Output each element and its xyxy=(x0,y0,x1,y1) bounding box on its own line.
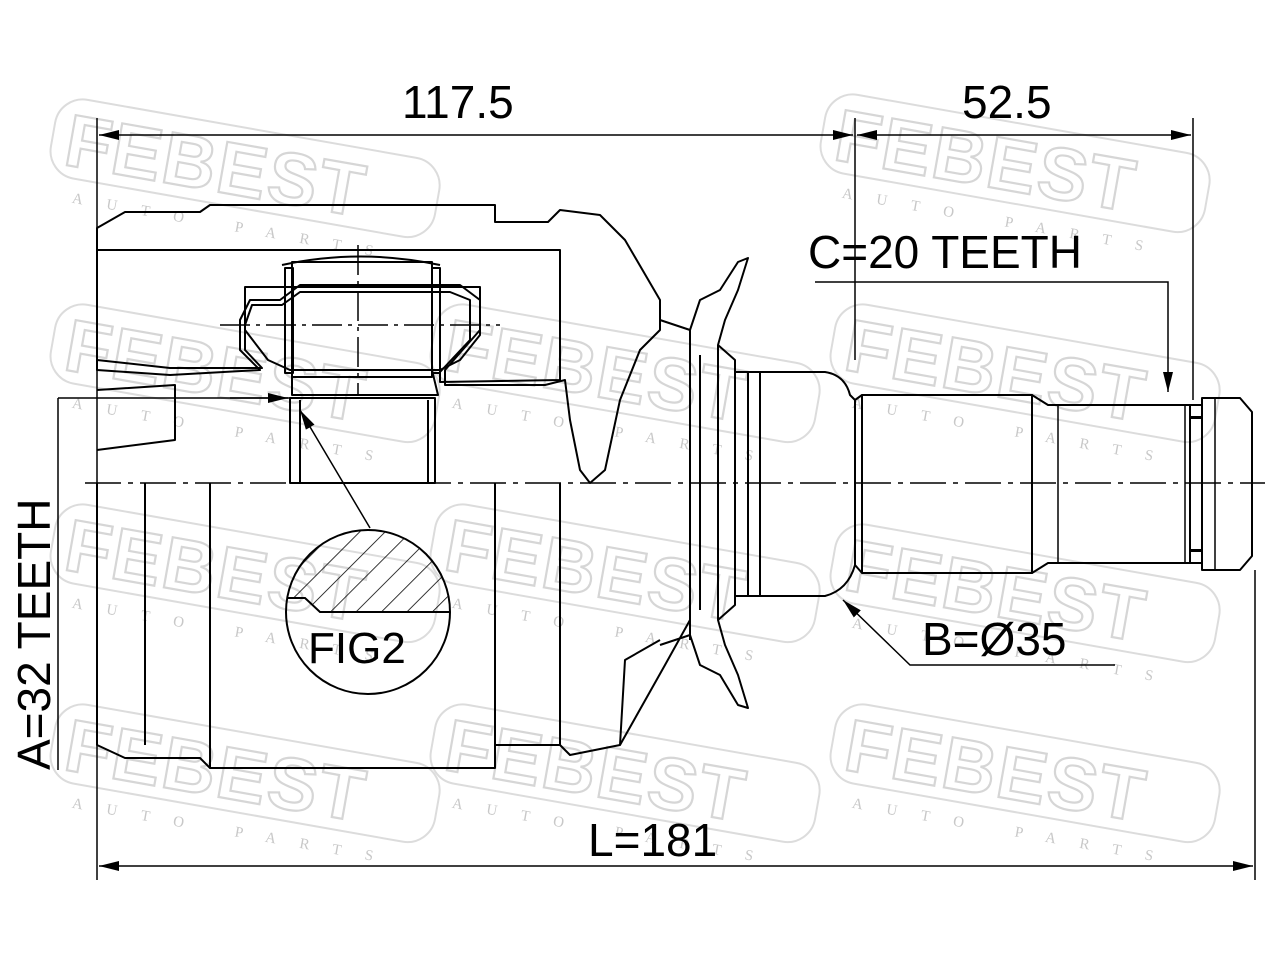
dim-label-a-teeth: A=32 TEETH xyxy=(8,499,60,770)
dim-label-b-diameter: B=Ø35 xyxy=(922,613,1067,665)
cv-joint-outline xyxy=(85,204,1265,769)
fig2-label: FIG2 xyxy=(308,624,406,673)
watermark-mid-left: FEBEST AUTO PARTS xyxy=(49,302,441,469)
watermark-lower-center: FEBEST AUTO PARTS xyxy=(429,502,821,669)
dim-label-52-5: 52.5 xyxy=(962,76,1052,128)
watermark-mid-right: FEBEST AUTO PARTS xyxy=(829,302,1221,469)
dim-label-c-teeth: C=20 TEETH xyxy=(808,226,1082,278)
leader-c-teeth xyxy=(815,281,1173,392)
housing-inner-pocket xyxy=(96,249,561,383)
watermark-lower-right: FEBEST AUTO PARTS xyxy=(829,522,1221,689)
watermark-top-left: FEBEST AUTO PARTS xyxy=(49,97,441,264)
spider-boss xyxy=(289,397,436,484)
watermark-bottom-right: FEBEST AUTO PARTS xyxy=(829,702,1221,869)
dim-label-total: L=181 xyxy=(588,814,717,866)
leader-fig2 xyxy=(299,409,371,529)
dim-label-117-5: 117.5 xyxy=(402,76,514,128)
shaft-collar xyxy=(734,371,856,597)
watermark-group: FEBEST AUTO PARTS FEBEST AUTO PARTS FEBE… xyxy=(49,92,1221,869)
watermark-mid-center: FEBEST AUTO PARTS xyxy=(429,302,821,469)
shaft-tip xyxy=(1201,397,1253,571)
leader-b-diameter xyxy=(842,599,1115,666)
watermark-bottom-left: FEBEST AUTO PARTS xyxy=(49,702,441,869)
dimension-labels: 117.5 52.5 C=20 TEETH B=Ø35 L=181 A=32 T… xyxy=(8,76,1082,866)
